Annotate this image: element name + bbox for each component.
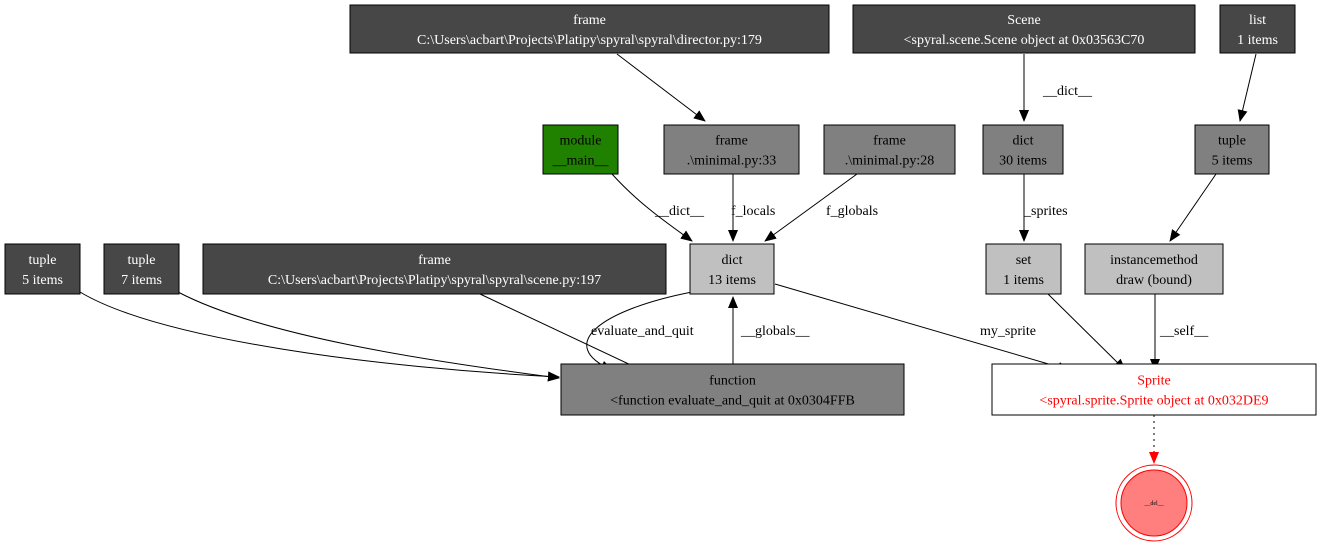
node-type-label: frame (418, 253, 451, 268)
node-frame-director: frameC:\Users\acbart\Projects\Platipy\sp… (349, 4, 830, 54)
node-detail-label: .\minimal.py:28 (845, 154, 934, 169)
del-inner-circle (1120, 469, 1188, 537)
node-type-label: dict (722, 253, 743, 268)
node-type-label: instancemethod (1110, 253, 1198, 268)
node-function: function <function evaluate_and_quit at 0… (560, 363, 905, 416)
node-frame-minimal33: frame .\minimal.py:33 (663, 124, 800, 175)
node-type-label: frame (873, 134, 906, 149)
node-type-label: Sprite (1137, 374, 1170, 389)
node-type-label: function (709, 374, 756, 389)
node-sprite: Sprite <spyral.sprite.Sprite object at 0x… (991, 363, 1317, 416)
node-type-label: dict (1013, 134, 1034, 149)
edge-label: __dict__ (1042, 84, 1093, 99)
edge-label: _sprites (1023, 204, 1068, 219)
edge-dict13-to-sprite (774, 283, 1070, 372)
edge-label: my_sprite (980, 324, 1036, 339)
node-scene: Scene <spyral.scene.Scene object at 0x035… (852, 4, 1196, 54)
node-detail-label: 5 items (1212, 154, 1253, 169)
node-box (1084, 243, 1224, 295)
edge-label: evaluate_and_quit (591, 324, 694, 339)
node-detail-label: C:\Users\acbart\Projects\Platipy\spyral\… (417, 33, 762, 48)
node-tuple5a: tuple 5 items (4, 243, 81, 295)
edge-label: __globals__ (740, 324, 810, 339)
node-detail-label: <spyral.scene.Scene object at 0x03563C70 (904, 33, 1145, 48)
node-module-main: module __main__ (542, 124, 619, 175)
node-box (663, 124, 800, 175)
node-tuple5b: tuple 5 items (1194, 124, 1270, 175)
node-type-label: tuple (128, 253, 156, 268)
node-detail-label: 13 items (708, 273, 756, 288)
node-box (4, 243, 81, 295)
node-del-circle: __del__ (1115, 464, 1193, 542)
node-detail-label: .\minimal.py:33 (687, 154, 776, 169)
node-box (982, 124, 1064, 175)
edge-tuple5a-to-function (79, 291, 560, 382)
del-outer-ring (1115, 464, 1193, 542)
edge-module_main-to-dict13 (611, 173, 693, 242)
node-detail-label: 30 items (999, 154, 1047, 169)
edge-list-to-tuple5b (1237, 53, 1257, 122)
node-instancemethod: instancemethod draw (bound) (1084, 243, 1224, 295)
node-detail-label: draw (bound) (1116, 273, 1192, 288)
node-detail-label: <function evaluate_and_quit at 0x0304FFB (610, 394, 855, 409)
node-detail-label: 1 items (1237, 33, 1278, 48)
node-box (823, 124, 956, 175)
node-box (202, 243, 667, 295)
node-box (1219, 4, 1296, 54)
edge-label: f_locals (731, 204, 775, 219)
edge-tuple7-to-function (177, 291, 560, 382)
node-box (542, 124, 619, 175)
node-box (985, 243, 1062, 295)
node-frame-minimal28: frame .\minimal.py:28 (823, 124, 956, 175)
node-type-label: tuple (1218, 134, 1246, 149)
node-box (560, 363, 905, 416)
node-tuple7: tuple 7 items (103, 243, 180, 295)
node-detail-label: 1 items (1003, 273, 1044, 288)
del-label: __del__ (1143, 501, 1164, 507)
node-type-label: frame (573, 13, 606, 28)
node-frame-scene: frameC:\Users\acbart\Projects\Platipy\sp… (202, 243, 667, 295)
node-box (1194, 124, 1270, 175)
node-detail-label: 7 items (121, 273, 162, 288)
edge-frame_scene-to-function (479, 293, 651, 375)
node-dict13: dict 13 items (689, 243, 775, 295)
node-box (103, 243, 180, 295)
node-detail-label: __main__ (552, 154, 610, 169)
edge-tuple5b-to-instancemethod (1169, 173, 1217, 242)
node-box (689, 243, 775, 295)
edge-set1-to-sprite (1047, 293, 1126, 371)
node-box (991, 363, 1317, 416)
node-dict30: dict 30 items (982, 124, 1064, 175)
edge-label: __self__ (1159, 324, 1209, 339)
node-box (349, 4, 830, 54)
node-list: list 1 items (1219, 4, 1296, 54)
edge-label: __dict__ (654, 204, 705, 219)
node-box (852, 4, 1196, 54)
node-detail-label: C:\Users\acbart\Projects\Platipy\spyral\… (268, 273, 601, 288)
node-type-label: Scene (1007, 13, 1040, 28)
edge-dict13-to-function (586, 291, 693, 371)
node-detail-label: <spyral.sprite.Sprite object at 0x032DE9 (1039, 394, 1268, 409)
node-type-label: tuple (29, 253, 57, 268)
edge-frame_minimal28-to-dict13 (764, 173, 858, 242)
node-set1: set 1 items (985, 243, 1062, 295)
node-type-label: frame (715, 134, 748, 149)
node-type-label: list (1249, 13, 1266, 28)
node-type-label: module (560, 134, 602, 149)
edge-label: f_globals (826, 204, 878, 219)
node-type-label: set (1016, 253, 1032, 268)
node-detail-label: 5 items (22, 273, 63, 288)
edge-frame_director-to-frame_minimal33 (616, 53, 706, 122)
